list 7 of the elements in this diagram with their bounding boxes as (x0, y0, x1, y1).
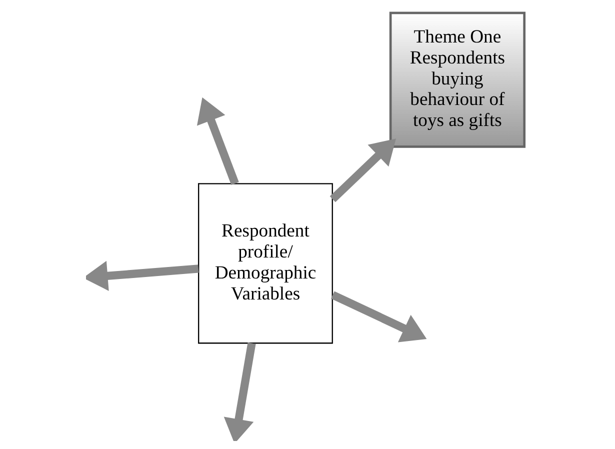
arrow (224, 342, 256, 441)
arrow (86, 260, 199, 291)
node-box: Respondent profile/ Demographic Variables (198, 183, 333, 344)
arrow (330, 291, 427, 342)
arrow (330, 138, 396, 202)
node-box: Theme One Respondents buying behaviour of toys as gifts (389, 12, 526, 148)
arrow (196, 97, 239, 185)
